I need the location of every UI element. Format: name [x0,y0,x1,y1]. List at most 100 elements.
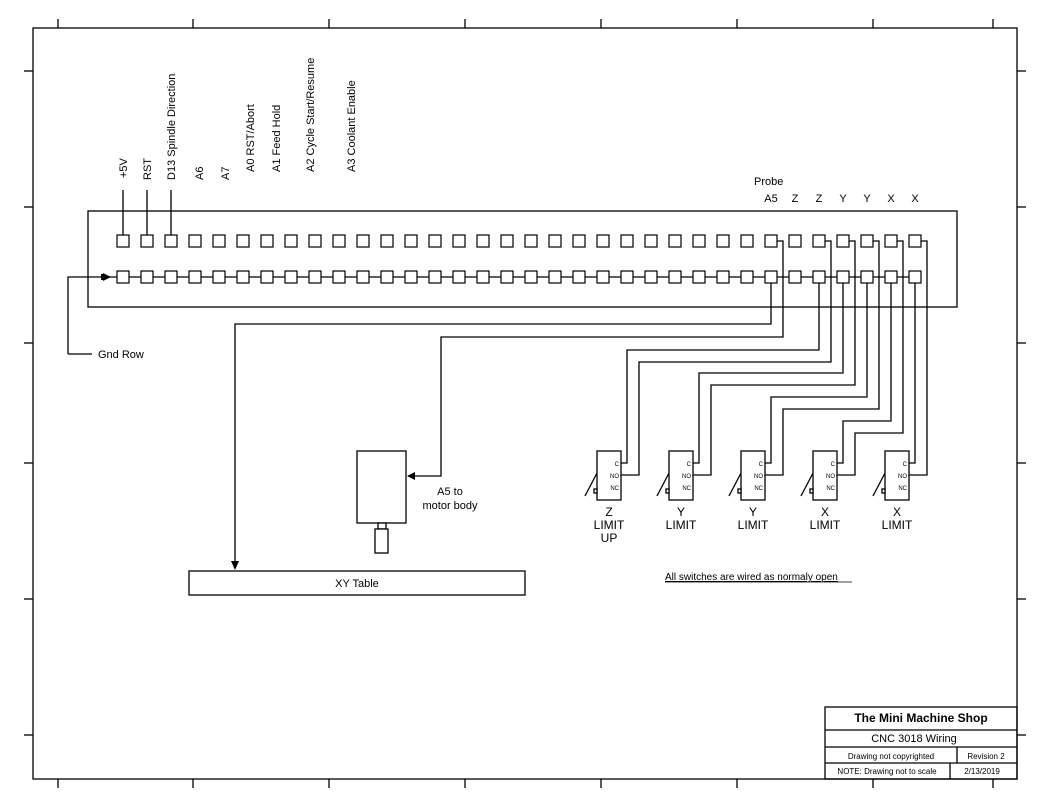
switch-terminal-label: NC [610,486,619,492]
wire-x1-c [837,283,892,464]
header-pin-bottom [500,270,514,284]
gnd-label: Gnd Row [98,349,144,361]
header-pin-top [332,234,346,248]
header-labels: +5V RST D13 Spindle Direction A6 A7 A0 R… [118,58,358,180]
gnd-arrow-tail [101,274,105,280]
header-pin-top [836,234,850,248]
header-label: A2 Cycle Start/Resume [305,58,317,172]
header-pin-top [452,234,466,248]
revision: Revision 2 [967,752,1005,761]
border-ticks [24,19,1026,788]
spindle-motor [356,450,407,554]
probe-label: Probe [754,176,783,188]
switch-lever [728,472,742,497]
switch-roller [665,488,670,494]
switch-label: LIMIT [882,518,913,532]
wire-a5-motor [413,240,784,477]
wire-z-c [621,283,820,464]
drawing-title: CNC 3018 Wiring [871,733,957,745]
title-block: The Mini Machine Shop CNC 3018 Wiring Dr… [824,706,1018,780]
switch-terminal-label: NO [610,474,619,480]
header-pin-bottom [188,270,202,284]
switch-terminal-label: NO [826,474,835,480]
switch-lever [584,472,598,497]
header-pin-bottom [692,270,706,284]
wire-x2-c [909,283,916,464]
header-pin-bottom [716,270,730,284]
header-pin-top [788,234,802,248]
switch-label: LIMIT [738,518,769,532]
switch-terminal-label: C [831,462,836,468]
header-pin-top [860,234,874,248]
header-pin-top [572,234,586,248]
header-pin-top [524,234,538,248]
header-pin-top [212,234,226,248]
header-pin-bottom [740,270,754,284]
wires [231,240,928,570]
switch-terminal-label: NC [754,486,763,492]
header-label: D13 Spindle Direction [166,74,178,180]
gnd-wire [67,276,117,354]
switch-roller [737,488,742,494]
header-pin-top [428,234,442,248]
header-pins [116,234,922,284]
header-pin-bottom [212,270,226,284]
motor-label-line2: motor body [422,500,478,512]
header-pin-top [140,234,154,248]
header-pin-top [692,234,706,248]
header-pin-bottom [884,270,898,284]
header-pin-bottom [164,270,178,284]
switch-label: LIMIT [594,518,625,532]
header-label: A7 [220,167,232,180]
switch-terminal-label: NC [898,486,907,492]
switch-roller [593,488,598,494]
header-pin-bottom [836,270,850,284]
xy-arrow-icon [231,561,239,570]
switch-terminal-label: NO [754,474,763,480]
switch-body [884,450,910,501]
header-pin-top [644,234,658,248]
switch-label: Z [605,505,612,519]
header-pin-bottom [524,270,538,284]
header-pin-top [620,234,634,248]
switch-label: LIMIT [666,518,697,532]
switch-body [740,450,766,501]
header-pin-top [284,234,298,248]
header-pin-top [308,234,322,248]
header-label: A3 Coolant Enable [346,80,358,172]
pin-label-z: Z [792,193,799,205]
header-pin-top [116,234,130,248]
drawing-date: 2/13/2019 [964,767,1000,776]
xy-table [188,570,526,596]
header-pin-bottom [452,270,466,284]
header-pin-top [476,234,490,248]
header-label: A6 [194,167,206,180]
header-pin-top [884,234,898,248]
wiring-note: All switches are wired as normaly open [665,572,838,583]
header-pin-bottom [308,270,322,284]
limit-switches: CNONCZLIMITUPCNONCYLIMITCNONCYLIMITCNONC… [584,450,913,545]
scale-note: NOTE: Drawing not to scale [837,767,937,776]
switch-terminal-label: NO [898,474,907,480]
switch-terminal-label: NC [826,486,835,492]
page-border [32,27,1018,780]
header-pin-top [164,234,178,248]
wire-x1-no [837,240,904,476]
header-pin-bottom [668,270,682,284]
switch-body [596,450,622,501]
header-pin-top [596,234,610,248]
wire-y2-no [765,240,880,476]
pin-label-x: X [911,193,919,205]
header-pin-bottom [788,270,802,284]
switch-lever [800,472,814,497]
wire-x2-no [909,240,928,476]
header-pin-bottom [620,270,634,284]
switch-body [668,450,694,501]
switch-lever [872,472,886,497]
switch-roller [881,488,886,494]
